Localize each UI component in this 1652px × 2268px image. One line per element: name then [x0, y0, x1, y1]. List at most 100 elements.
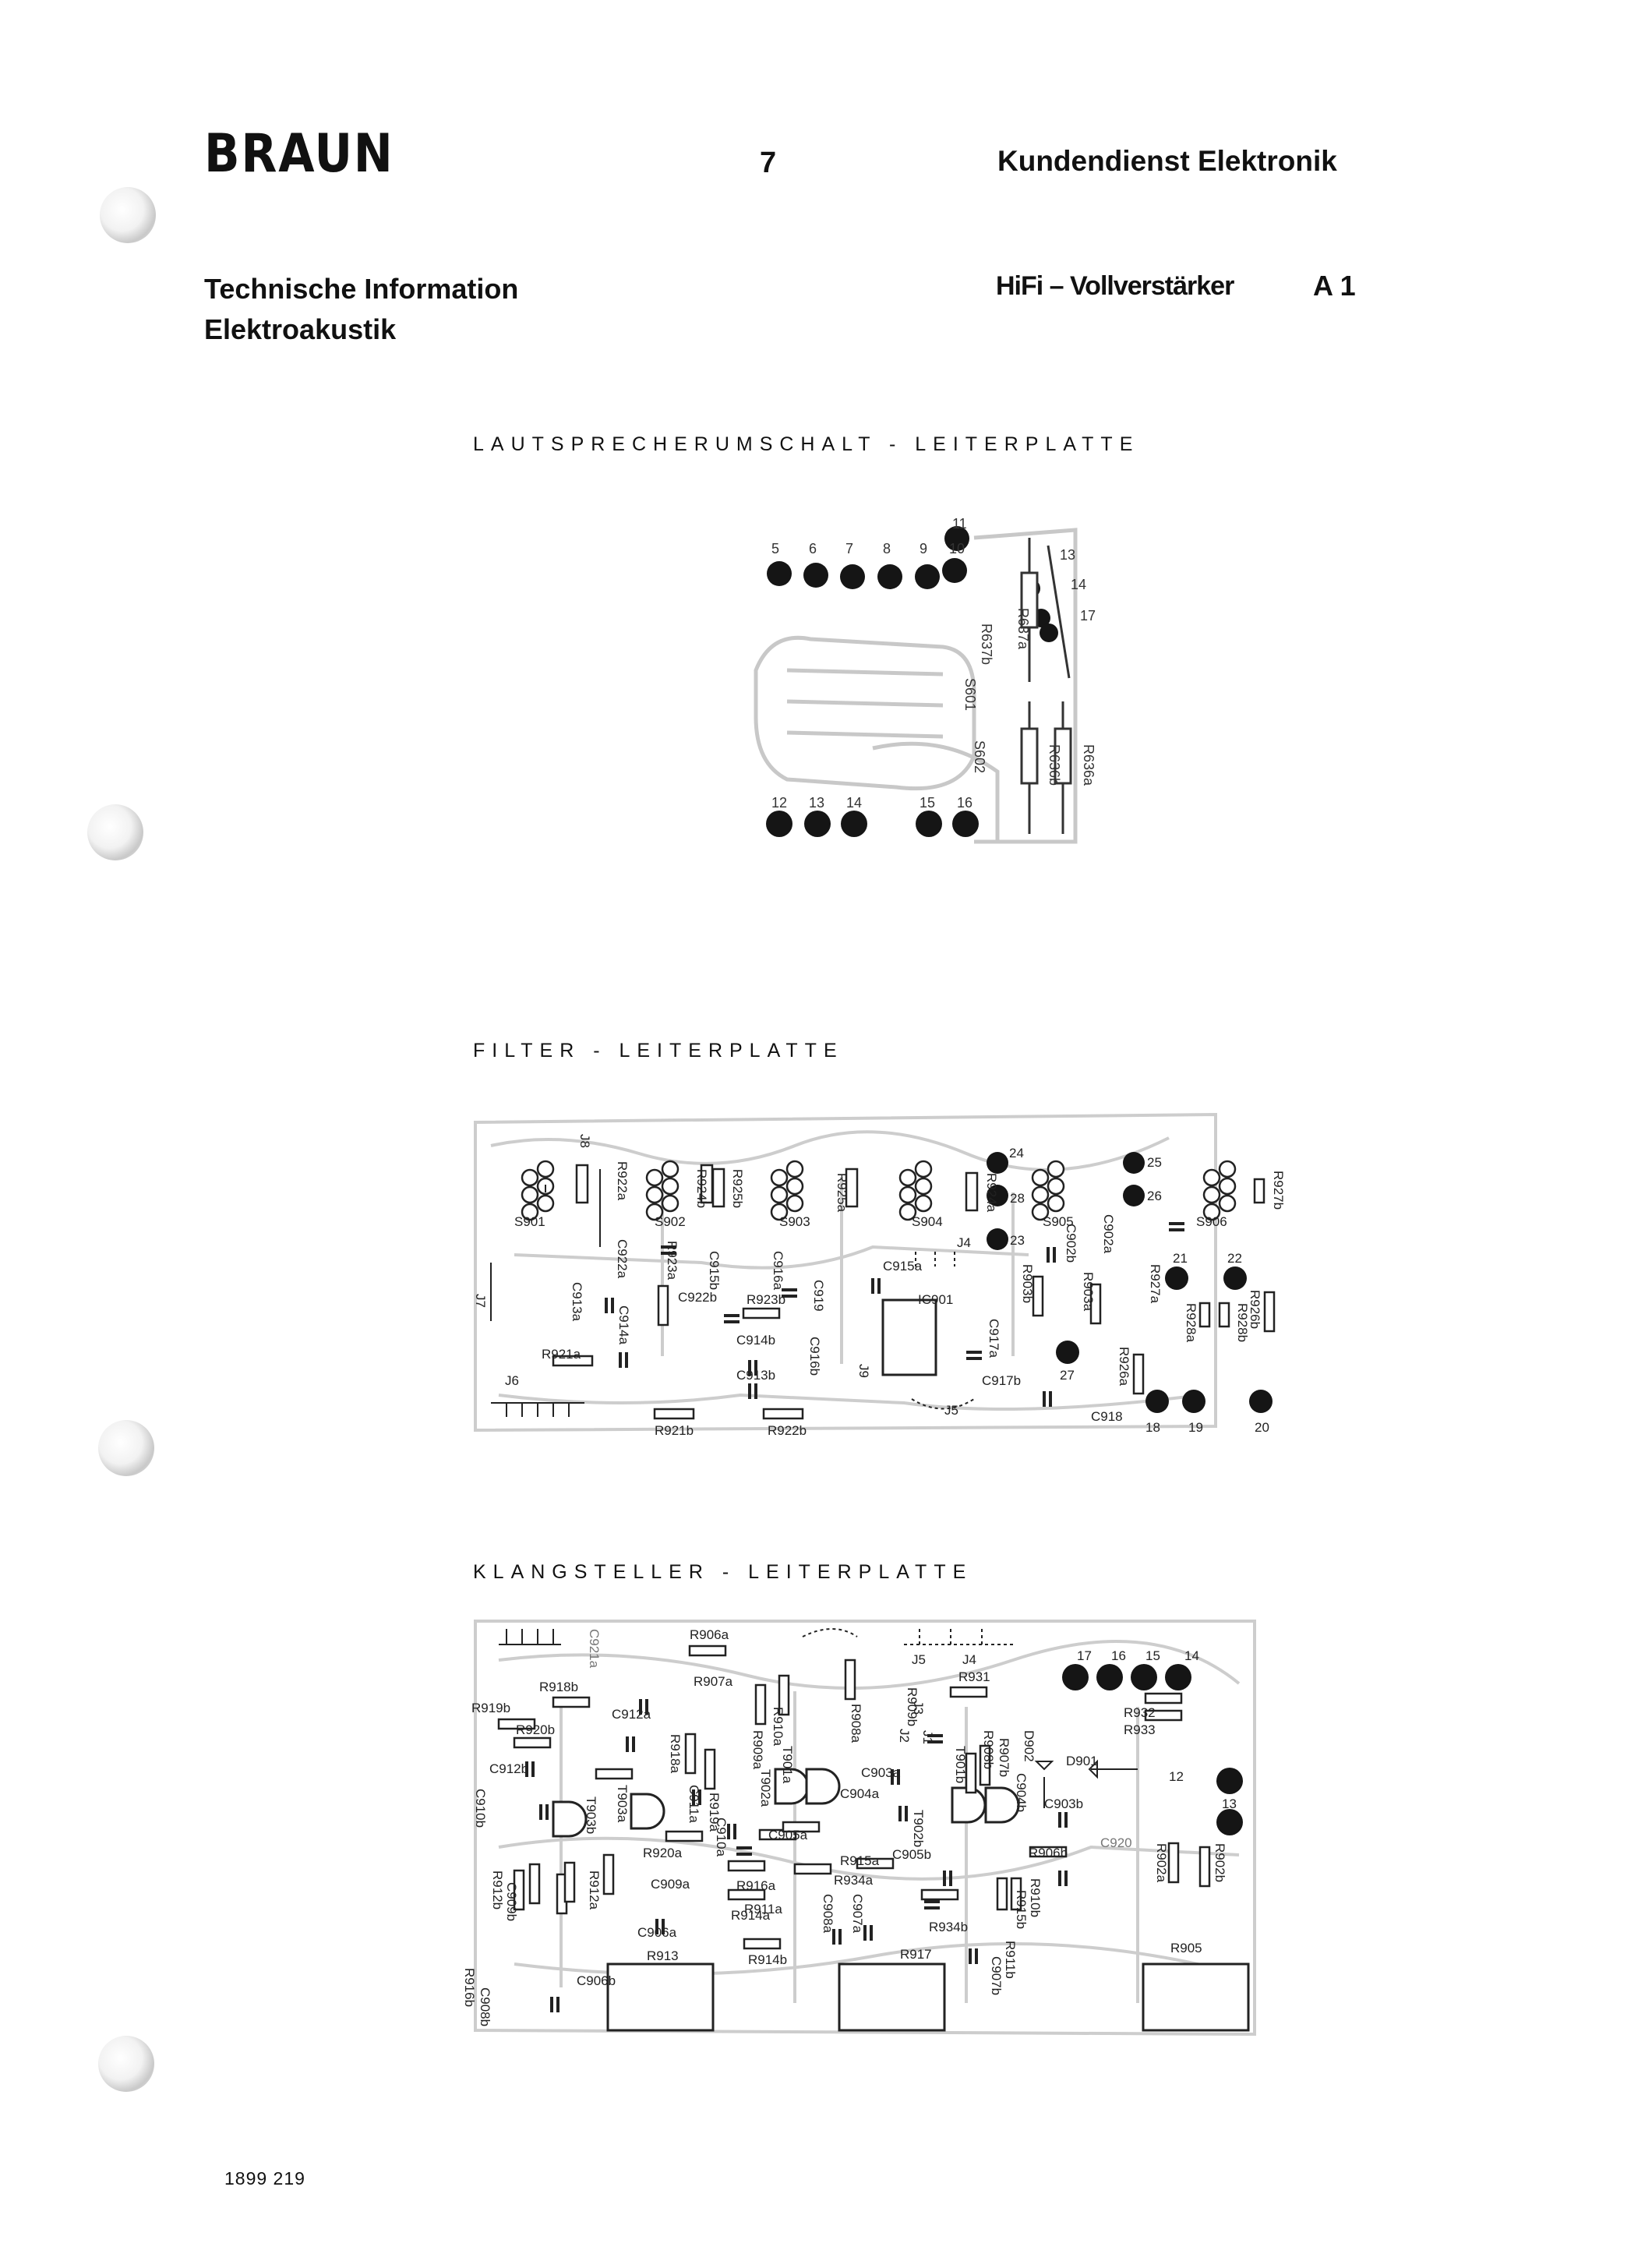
part-label: C909a	[651, 1877, 690, 1892]
part-label: S601	[962, 678, 978, 712]
part-label: C921a	[587, 1629, 602, 1669]
part-label: R920a	[643, 1846, 683, 1860]
part-label: R902a	[1154, 1843, 1169, 1883]
part-label: R933	[1124, 1722, 1156, 1737]
terminal-label: 8	[883, 541, 891, 556]
terminal-label: 28	[1010, 1191, 1025, 1206]
terminal-label: 15	[1145, 1648, 1160, 1663]
part-label: C919	[811, 1280, 826, 1312]
terminal-label: 12	[1169, 1769, 1184, 1784]
filter-board-labels: S901 S902 S903 S904 S905 S906 R922a R924…	[468, 1099, 1294, 1450]
part-label: C908a	[821, 1894, 835, 1934]
terminal-label: 13	[809, 795, 825, 811]
part-label: R916b	[462, 1968, 477, 2008]
part-label: T902b	[911, 1810, 926, 1848]
part-label: C910b	[473, 1789, 488, 1828]
part-label: R926a	[1117, 1347, 1131, 1387]
part-label: C904a	[840, 1786, 880, 1801]
part-label: C905a	[768, 1828, 808, 1842]
terminal-label: 19	[1188, 1420, 1203, 1435]
terminal-label: 12	[771, 795, 788, 811]
switch-contact-circles	[521, 1160, 1237, 1221]
part-label: D902	[1022, 1730, 1036, 1762]
part-label: C905b	[892, 1847, 932, 1862]
tone-terminal-pads	[1062, 1664, 1243, 1835]
part-label: C912a	[612, 1707, 651, 1722]
part-label: R925a	[835, 1173, 849, 1213]
part-label: R637b	[979, 624, 994, 666]
info-title-line2: Elektroakustik	[204, 313, 397, 345]
part-label: R908b	[981, 1730, 996, 1770]
terminal-label: 17	[1077, 1648, 1092, 1663]
part-label: R923a	[665, 1241, 680, 1281]
ic-label: IC901	[918, 1292, 954, 1307]
part-label: C911a	[687, 1785, 701, 1823]
part-label: T903a	[615, 1785, 630, 1823]
speaker-terminal-pads	[766, 526, 1058, 837]
jumper-label: J3	[911, 1701, 926, 1715]
terminal-label: 11	[952, 516, 967, 532]
terminal-label: 13	[1222, 1796, 1237, 1811]
part-label: R911a	[744, 1902, 782, 1916]
page-number: 7	[760, 147, 777, 179]
part-label: R921b	[655, 1423, 694, 1438]
product-title: HiFi – Vollverstärker	[996, 271, 1234, 301]
part-label: T901b	[953, 1746, 968, 1784]
filter-board-diagram	[474, 1112, 1276, 1433]
part-label: R903b	[1020, 1264, 1035, 1304]
part-label: C902a	[1101, 1214, 1116, 1254]
part-label: R909b	[905, 1687, 920, 1727]
part-label: R919b	[471, 1701, 511, 1715]
jumper-label: J9	[856, 1364, 871, 1378]
part-label: C914a	[616, 1305, 631, 1345]
part-label: C916a	[771, 1251, 785, 1291]
jumper-label: J1	[920, 1730, 935, 1744]
part-label: C918	[1091, 1409, 1123, 1424]
switch-label: S906	[1196, 1214, 1227, 1229]
terminal-label: 21	[1173, 1251, 1188, 1266]
jumper-label: J4	[962, 1652, 976, 1667]
part-label: R921a	[542, 1347, 581, 1362]
part-label: R928a	[1184, 1303, 1198, 1343]
part-label: C913a	[570, 1282, 584, 1322]
part-label: R910b	[1028, 1878, 1043, 1918]
part-label: R637a	[1015, 608, 1031, 650]
department-title: Kundendienst Elektronik	[997, 145, 1337, 177]
part-label: T902a	[758, 1769, 773, 1807]
part-label: R922a	[615, 1161, 630, 1201]
section-filter-board-title: FILTER - LEITERPLATTE	[473, 1040, 844, 1062]
section-speaker-board-title: LAUTSPRECHERUMSCHALT - LEITERPLATTE	[473, 433, 1140, 455]
part-label: C902b	[1064, 1224, 1078, 1263]
part-label: T901a	[780, 1746, 795, 1784]
part-label: R914a	[731, 1908, 771, 1923]
part-label: R919a	[707, 1793, 722, 1832]
part-label: C908b	[478, 1987, 492, 2027]
part-label: C913b	[736, 1368, 776, 1383]
part-label: C920	[1100, 1835, 1132, 1850]
jumper-label: J2	[897, 1729, 912, 1743]
part-label: R636a	[1081, 744, 1096, 786]
switch-label: S902	[655, 1214, 686, 1229]
part-label: R912a	[587, 1871, 602, 1910]
part-label: C907b	[989, 1956, 1004, 1996]
tone-board-labels: R906a R918b R919b R920b C921a R907a R909…	[462, 1613, 1294, 2034]
terminal-label: 14	[1071, 577, 1087, 592]
part-label: S602	[972, 740, 987, 774]
part-label: C909b	[504, 1882, 519, 1922]
terminal-label: 25	[1147, 1155, 1162, 1170]
terminal-label: 18	[1145, 1420, 1160, 1435]
part-label: R934a	[834, 1873, 874, 1888]
part-label: T903b	[584, 1796, 598, 1835]
punch-hole-4	[98, 2036, 154, 2092]
terminal-label: 9	[920, 541, 928, 556]
part-label: R923b	[747, 1292, 786, 1307]
part-label: R902b	[1213, 1843, 1227, 1883]
part-label: C903a	[861, 1765, 901, 1780]
part-label: R918b	[539, 1680, 579, 1694]
part-label: R915b	[1014, 1890, 1029, 1930]
terminal-label: 23	[1010, 1233, 1025, 1248]
terminal-label: 26	[1147, 1189, 1162, 1203]
terminal-label: 14	[846, 795, 863, 811]
part-label: R932	[1124, 1705, 1156, 1720]
model-code: A 1	[1313, 270, 1356, 302]
